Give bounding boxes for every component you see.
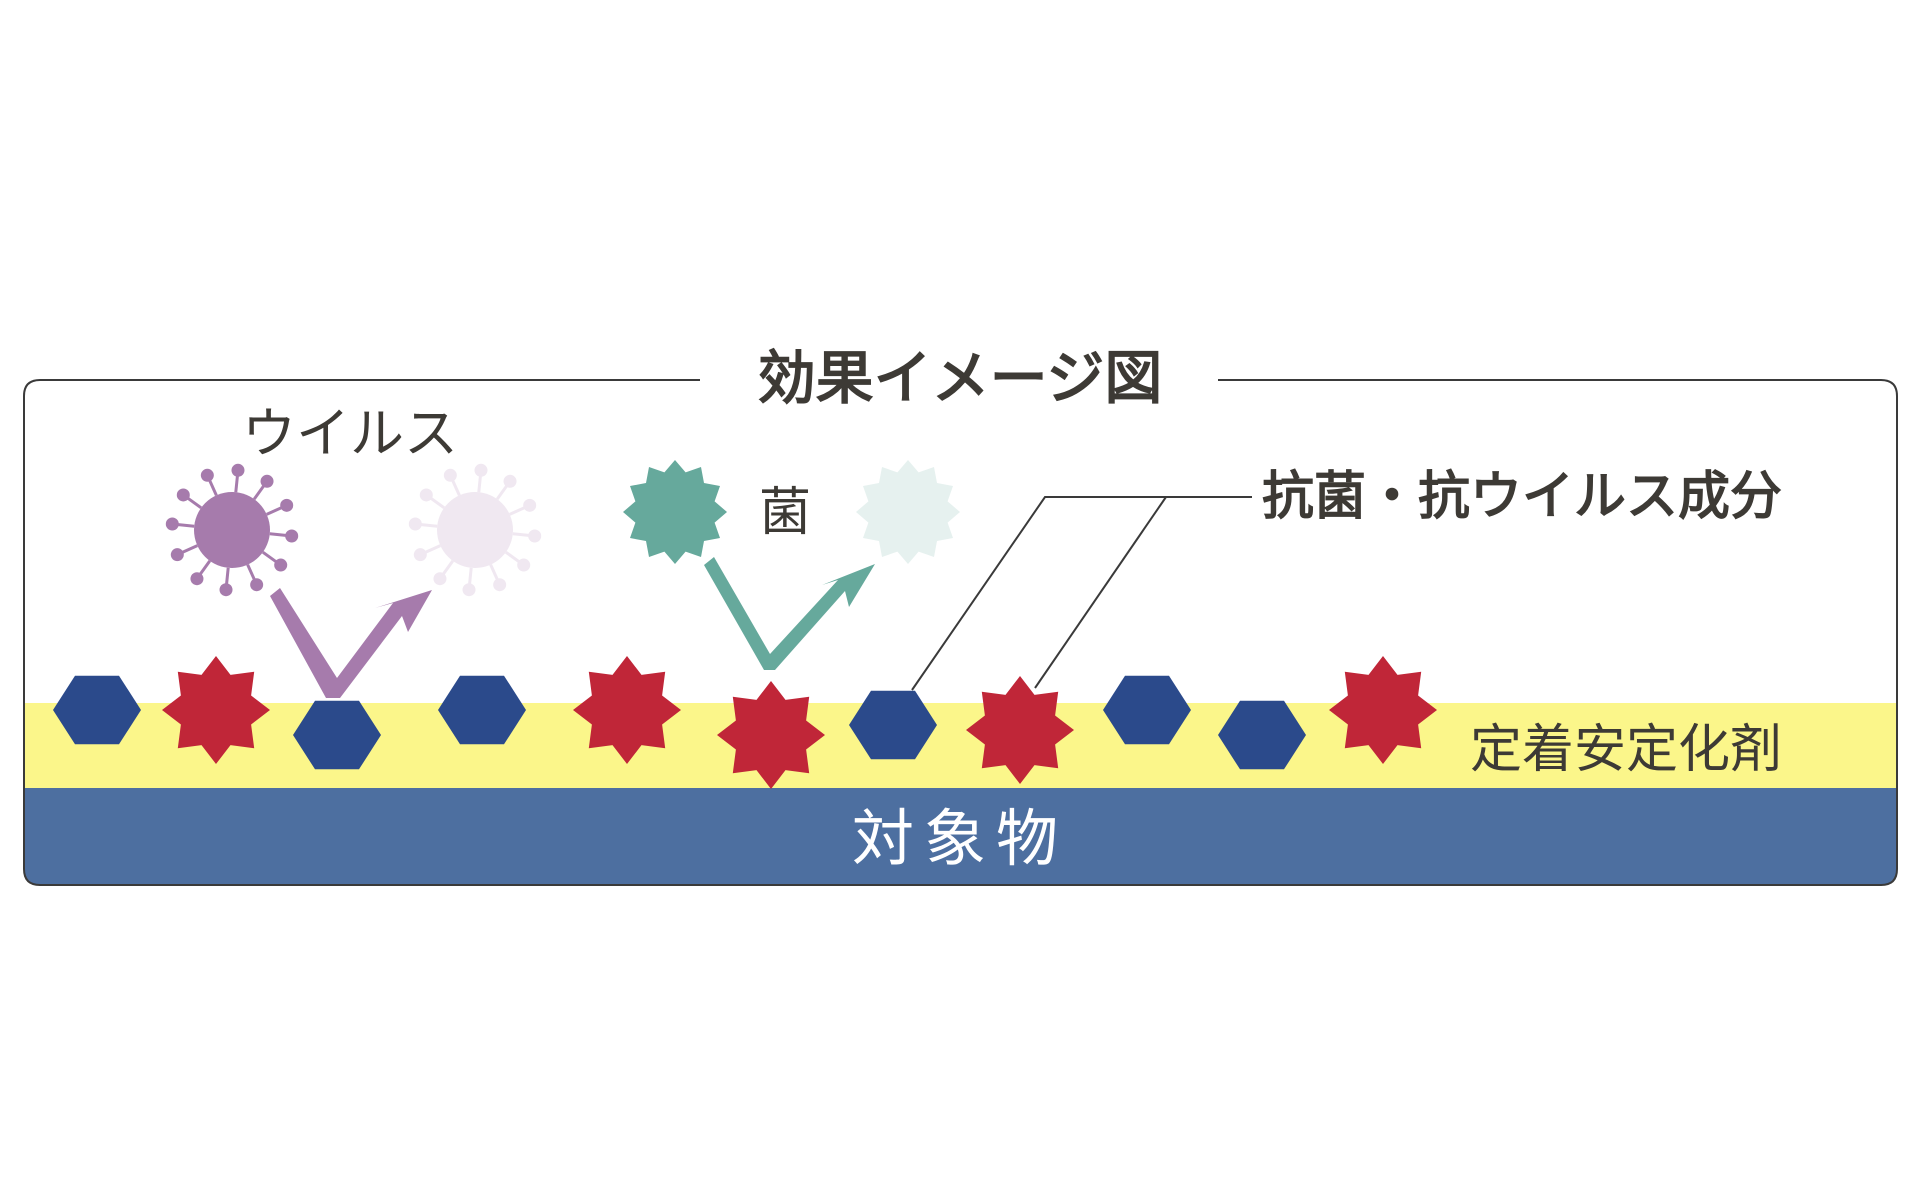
frame — [23, 379, 1898, 886]
virus-label: ウイルス — [242, 402, 458, 465]
virus-faded-icon — [408, 463, 542, 597]
bacteria-faded-icon — [856, 460, 960, 564]
fixative-label: 定着安定化剤 — [1470, 720, 1782, 780]
blue-hexagon-icon — [849, 690, 937, 760]
blue-hexagon-icon — [438, 675, 526, 745]
blue-hexagon-icon — [293, 700, 381, 770]
hexagon-particles — [53, 675, 1306, 770]
red-star-icon — [162, 656, 270, 764]
component-label: 抗菌・抗ウイルス成分 — [1262, 467, 1782, 527]
bacteria-label: 菌 — [759, 483, 811, 543]
red-star-icon — [717, 681, 825, 789]
bacteria-icon — [623, 460, 727, 564]
star-particles — [162, 656, 1437, 789]
virus-checkmark-arrow-icon — [270, 588, 432, 698]
blue-hexagon-icon — [1103, 675, 1191, 745]
frame-border — [23, 379, 1898, 886]
component-leader-lines — [911, 496, 1252, 691]
target-object-label: 対象物 — [852, 802, 1068, 875]
bacteria-checkmark-arrow-icon — [704, 557, 875, 670]
blue-hexagon-icon — [1218, 700, 1306, 770]
red-star-icon — [966, 676, 1074, 784]
target-object-layer — [24, 788, 1897, 885]
red-star-icon — [573, 656, 681, 764]
blue-hexagon-icon — [53, 675, 141, 745]
diagram-title: 効果イメージ図 — [758, 344, 1163, 412]
red-star-icon — [1329, 656, 1437, 764]
virus-icon — [165, 463, 299, 597]
